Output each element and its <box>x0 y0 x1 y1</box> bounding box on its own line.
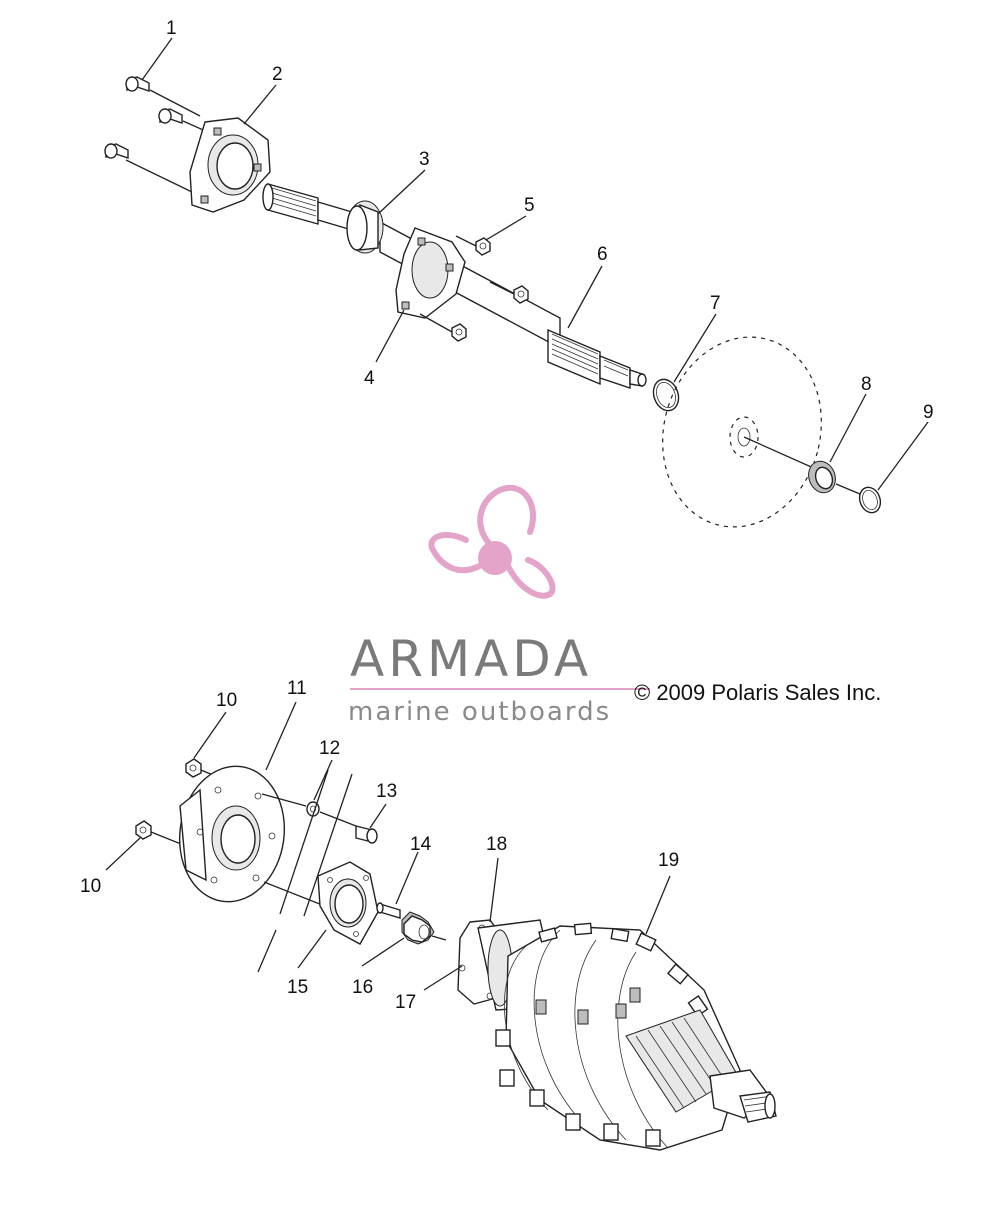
callout-14: 14 <box>410 834 432 855</box>
callout-8: 8 <box>861 374 872 395</box>
callout-1: 1 <box>166 18 177 39</box>
brand-tagline: marine outboards <box>348 697 611 727</box>
leader-lines-upper <box>141 37 929 491</box>
sprocket-part-16 <box>401 911 447 945</box>
callout-19: 19 <box>658 850 679 871</box>
nut-part-5 <box>419 235 529 342</box>
callout-12: 12 <box>319 738 340 759</box>
callout-2: 2 <box>272 64 283 85</box>
callout-4: 4 <box>364 368 375 389</box>
lower-drive-assembly <box>105 701 777 1151</box>
ring-part-7 <box>652 378 680 412</box>
callout-18: 18 <box>486 834 507 855</box>
bearing-part-3 <box>346 200 384 254</box>
callout-3: 3 <box>419 149 430 170</box>
pin-part-14 <box>376 902 401 919</box>
shaft-spline-part-6 <box>547 328 647 389</box>
bolt-part-1 <box>104 76 211 193</box>
bolt-part-13 <box>355 825 378 844</box>
callout-6: 6 <box>597 244 608 265</box>
phantom-disc <box>662 336 822 528</box>
callout-16: 16 <box>352 977 373 998</box>
flange-plate-part-2 <box>189 117 271 213</box>
callout-9: 9 <box>923 402 934 423</box>
callout-10-top: 10 <box>216 690 237 711</box>
callout-7: 7 <box>710 293 721 314</box>
propeller-logo-icon <box>428 485 556 599</box>
flange-plate-part-4 <box>395 227 466 319</box>
callout-13: 13 <box>376 781 397 802</box>
ring-part-9 <box>858 486 882 514</box>
armada-watermark: ARMADA marine outboards <box>348 485 650 727</box>
bushing-part-8 <box>808 460 861 495</box>
callout-labels: 1 2 3 4 5 6 7 8 9 10 11 12 13 14 10 15 1… <box>80 18 934 1013</box>
brand-name: ARMADA <box>350 630 592 688</box>
callout-15: 15 <box>287 977 308 998</box>
upper-shaft-assembly <box>104 37 929 528</box>
callout-11: 11 <box>287 678 307 699</box>
copyright-text: © 2009 Polaris Sales Inc. <box>634 680 881 705</box>
callout-5: 5 <box>524 195 535 216</box>
gasket-part-15 <box>317 861 379 945</box>
housing-part-11 <box>178 765 286 903</box>
callout-10-bottom: 10 <box>80 876 101 897</box>
callout-17: 17 <box>395 992 416 1013</box>
drive-sprocket-part-19 <box>495 922 777 1151</box>
propeller-hub-icon <box>478 541 512 575</box>
leader-lines-lower <box>105 701 671 991</box>
